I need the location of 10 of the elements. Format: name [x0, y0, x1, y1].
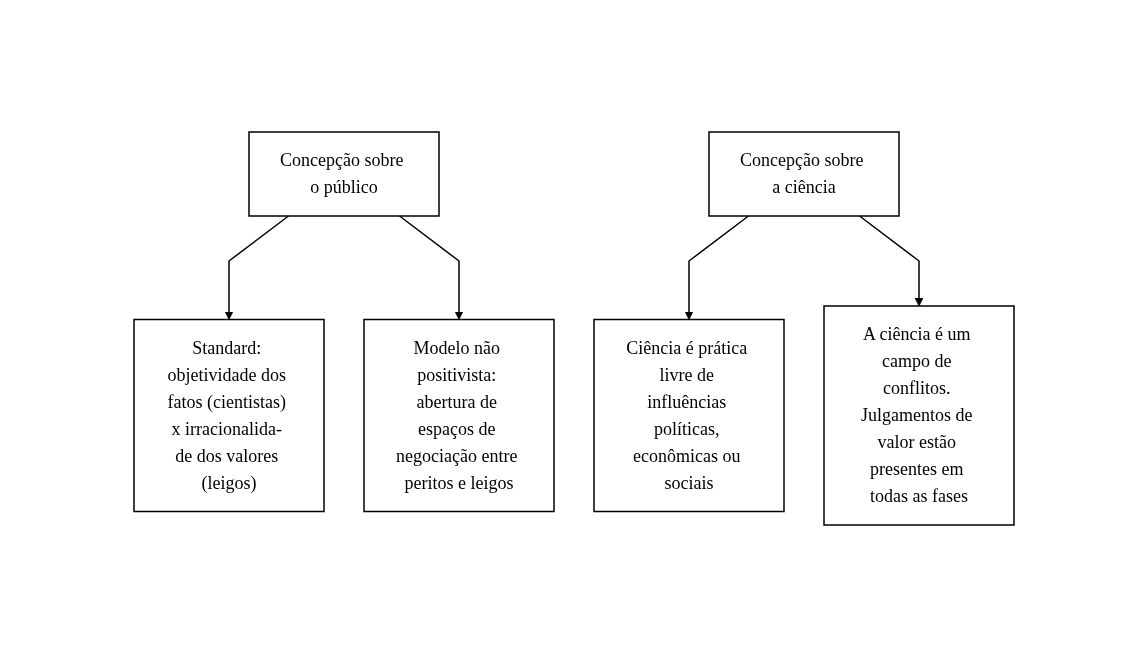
node-box: Standard: objetividade dos fatos (cientistas) x irracionalida- de dos valores (leigos) — [132, 318, 325, 513]
arrow — [224, 215, 289, 320]
arrow — [858, 215, 923, 307]
node-box: Concepção sobre a ciência — [707, 131, 900, 217]
arrow — [684, 215, 749, 320]
arrow — [398, 215, 463, 320]
node-box: Concepção sobre o público — [247, 131, 440, 217]
node-box: A ciência é um campo de conflitos. Julgamentos de valor estão presentes em todas as fases — [822, 305, 1015, 526]
node-box: Modelo não positivista: abertura de espaços de negociação entre peritos e leigos — [362, 318, 555, 513]
node-box: Ciência é prática livre de influências políticas, econômicas ou sociais — [592, 318, 785, 513]
